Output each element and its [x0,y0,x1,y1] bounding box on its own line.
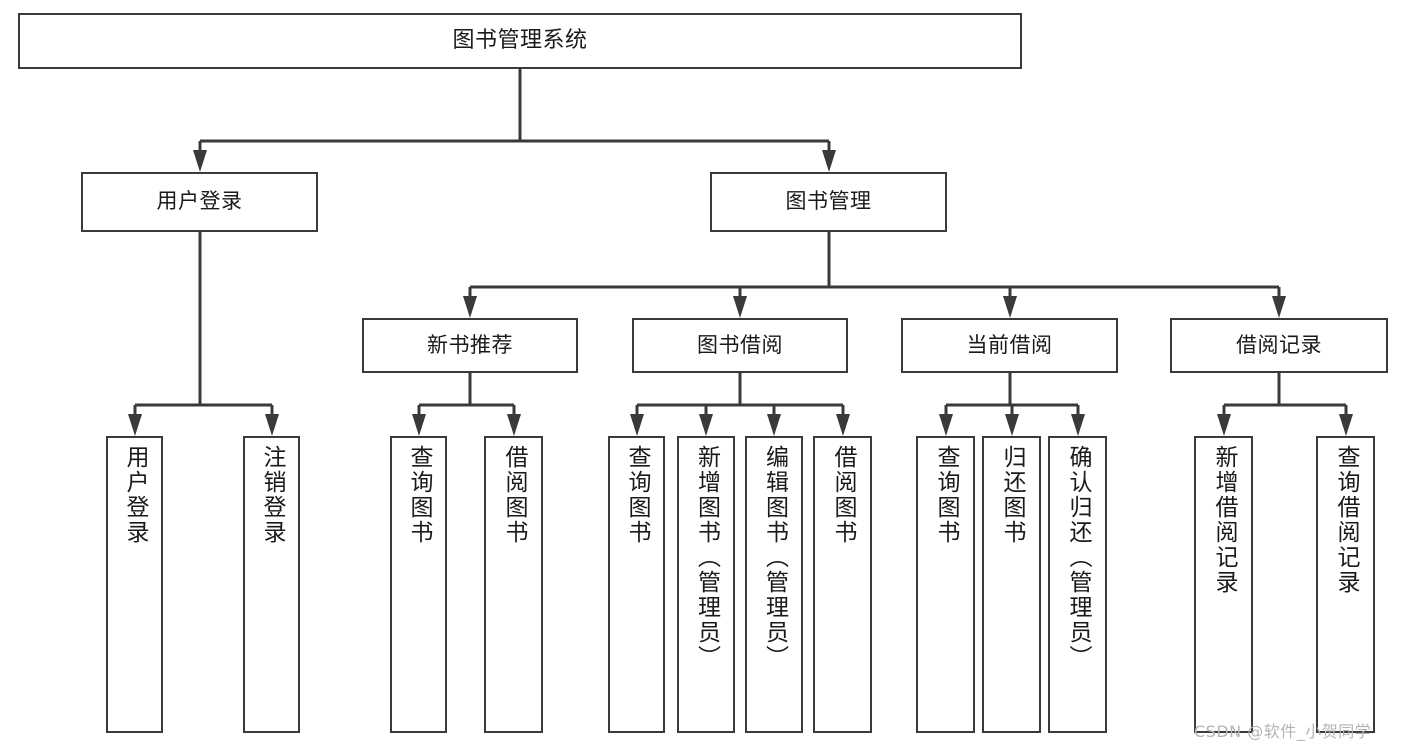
node-label: 注销登录 [259,445,285,545]
node-leaf-edit-book: 编辑图书（管理员） [745,436,803,733]
node-label: 新书推荐 [427,332,513,357]
node-book-manage: 图书管理 [710,172,947,232]
node-leaf-return-book: 归还图书 [982,436,1041,733]
node-current-borrow: 当前借阅 [901,318,1118,373]
node-leaf-add-book: 新增图书（管理员） [677,436,735,733]
node-label: 借阅图书 [830,445,856,545]
csdn-watermark: CSDN @软件_小贺同学 [1194,722,1372,741]
node-label: 查询图书 [933,445,959,545]
node-leaf-logout: 注销登录 [243,436,300,733]
node-leaf-add-record: 新增借阅记录 [1194,436,1253,733]
node-leaf-confirm-return: 确认归还（管理员） [1048,436,1107,733]
node-leaf-query-book-2: 查询图书 [608,436,665,733]
node-label: 用户登录 [122,445,148,545]
node-label: 借阅图书 [501,445,527,545]
node-label: 图书管理 [785,189,872,214]
node-leaf-query-record: 查询借阅记录 [1316,436,1375,733]
node-user-login: 用户登录 [81,172,318,232]
node-label: 查询图书 [406,445,432,545]
node-label: 查询图书 [624,445,650,545]
node-leaf-query-book-1: 查询图书 [390,436,447,733]
node-label: 确认归还（管理员） [1065,445,1091,670]
node-book-borrow: 图书借阅 [632,318,848,373]
node-new-book-rec: 新书推荐 [362,318,578,373]
node-label: 查询借阅记录 [1333,445,1359,595]
node-label: 图书借阅 [697,332,783,357]
node-leaf-borrow-book-2: 借阅图书 [813,436,872,733]
node-leaf-user-login: 用户登录 [106,436,163,733]
node-label: 用户登录 [156,189,243,214]
node-root: 图书管理系统 [18,13,1022,69]
node-label: 新增借阅记录 [1211,445,1237,595]
node-label: 新增图书（管理员） [693,445,720,670]
node-label: 借阅记录 [1236,332,1322,357]
node-label: 图书管理系统 [452,27,588,53]
node-borrow-record: 借阅记录 [1170,318,1388,373]
node-label: 当前借阅 [966,332,1053,357]
node-leaf-query-book-3: 查询图书 [916,436,975,733]
node-label: 编辑图书（管理员） [761,445,788,670]
node-leaf-borrow-book-1: 借阅图书 [484,436,543,733]
node-label: 归还图书 [999,445,1025,545]
